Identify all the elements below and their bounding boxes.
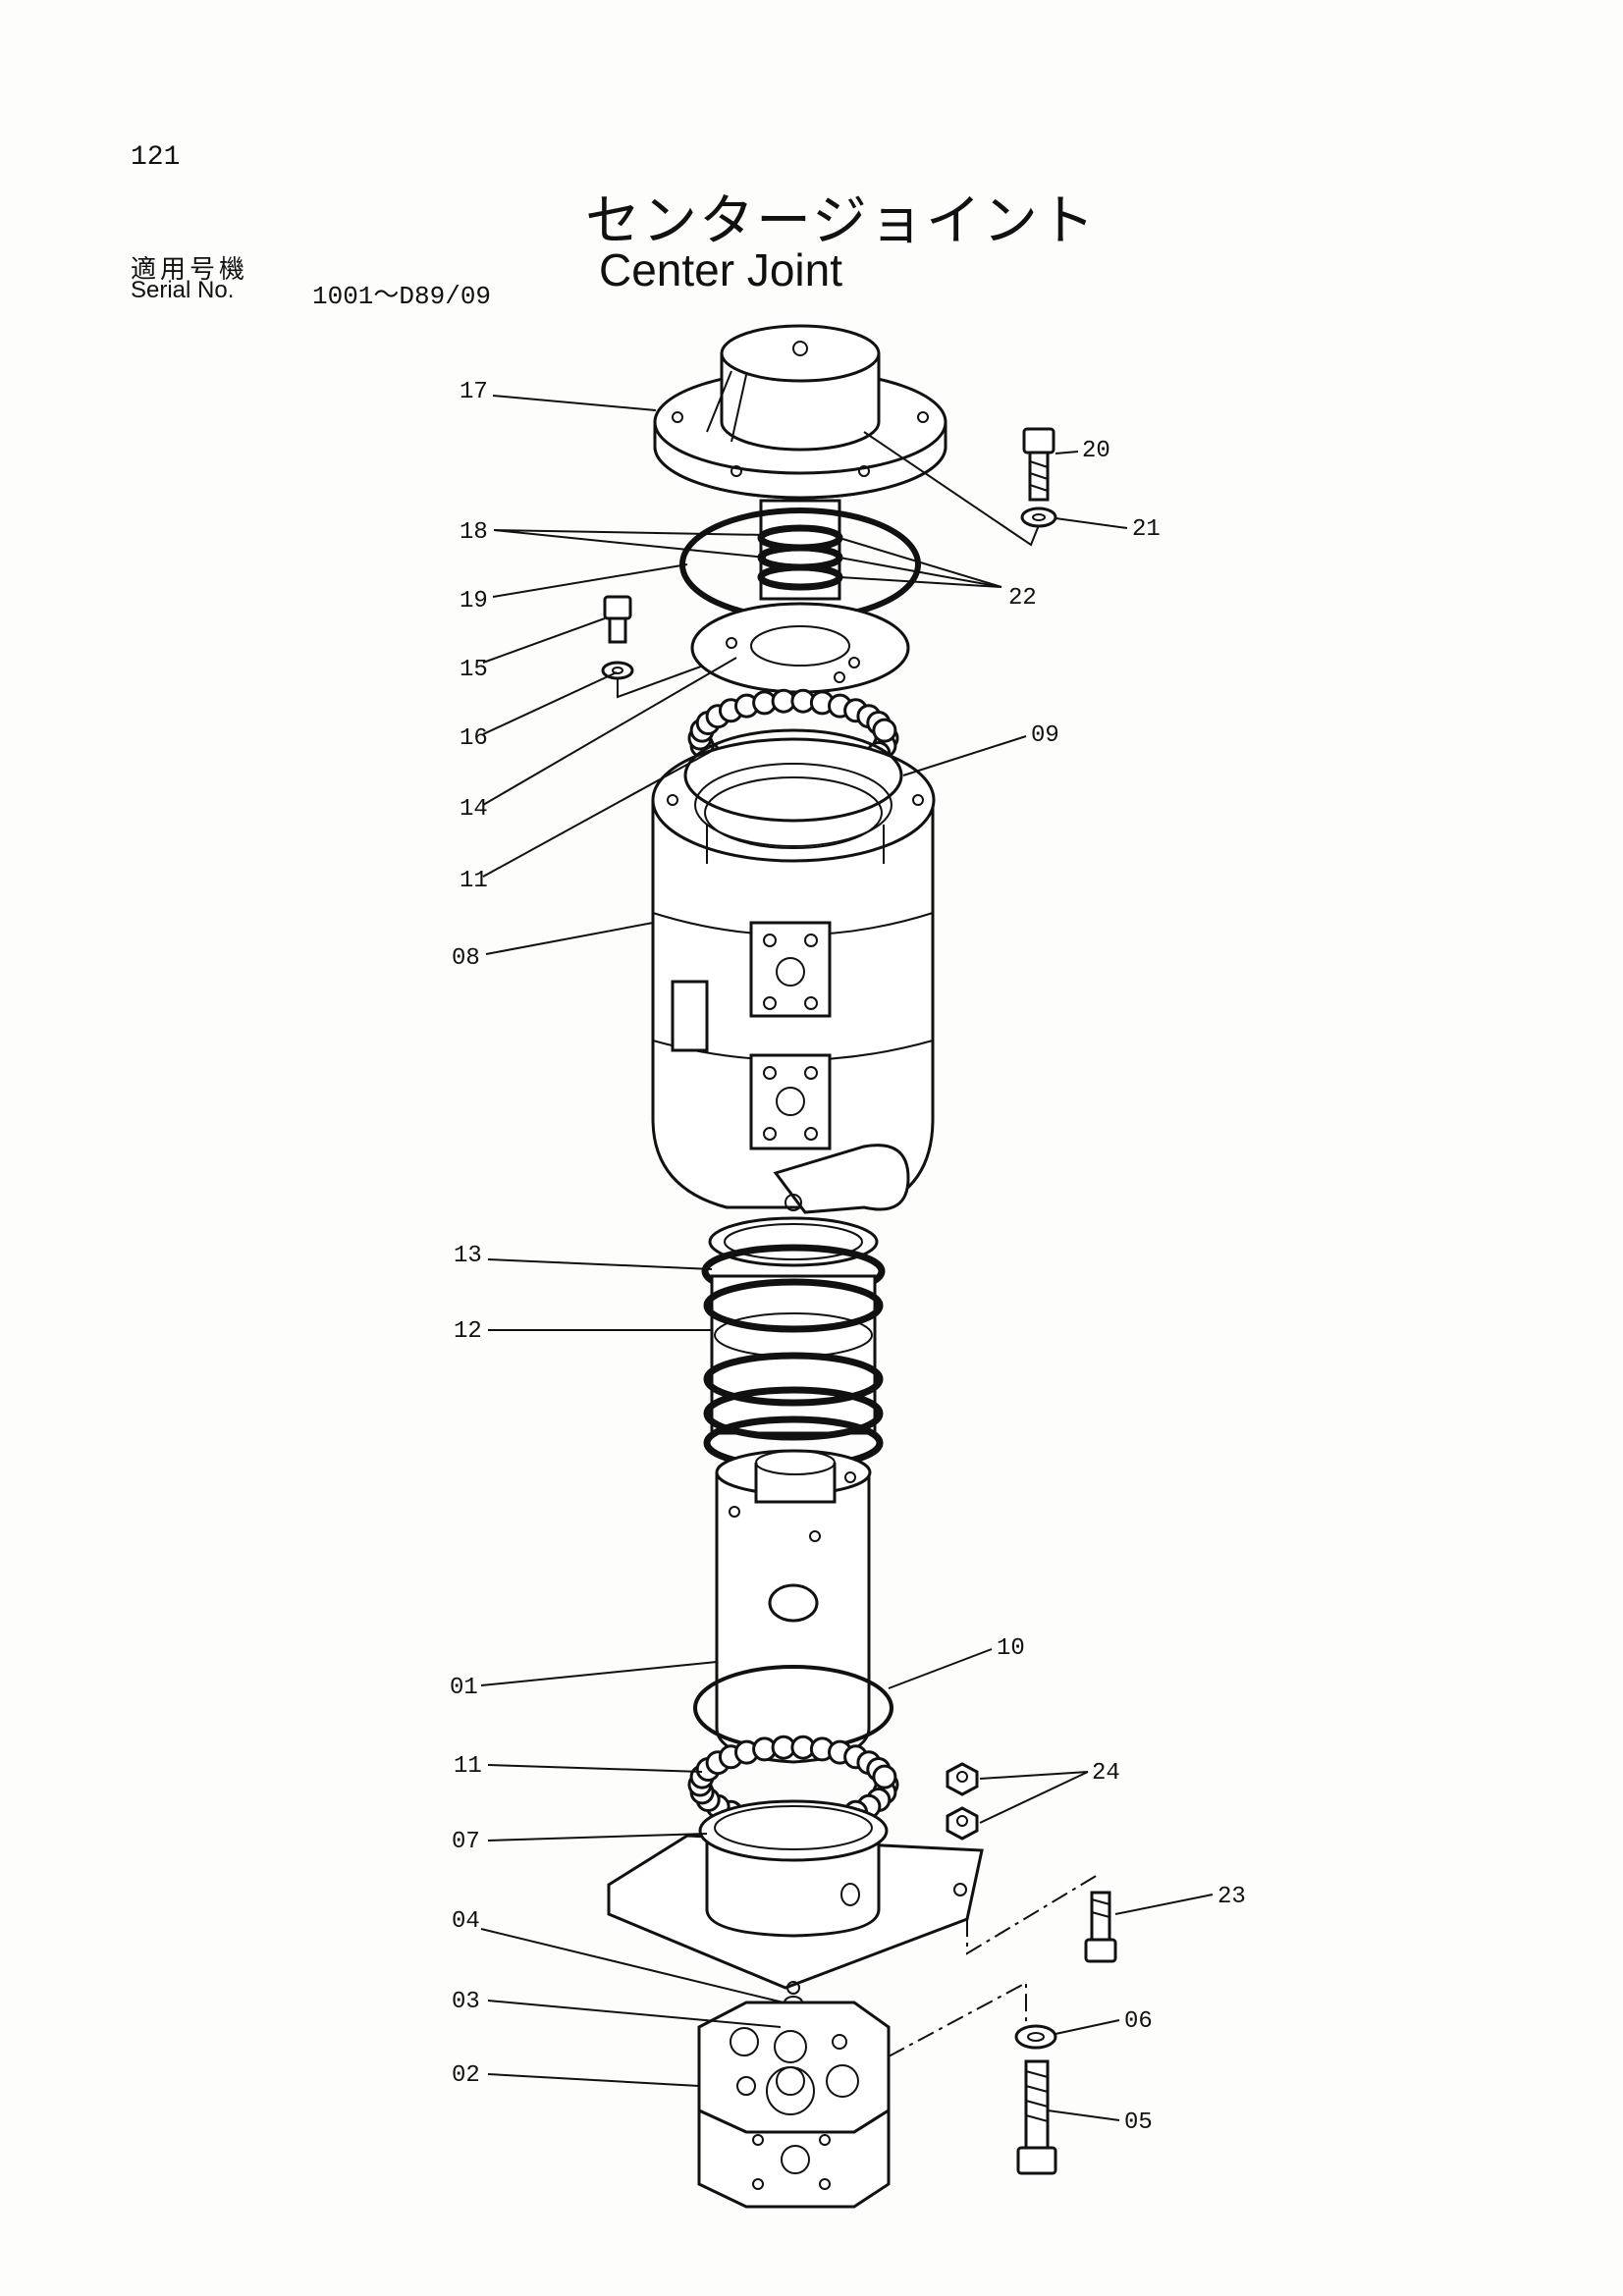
page-title-japanese: センタージョイント [585, 189, 1097, 253]
part-12-seal-stack [703, 1274, 884, 1470]
part-15-bolt [603, 595, 632, 644]
serial-label-japanese: 適用号機 [131, 255, 249, 285]
leader-lines [480, 395, 1214, 2121]
callout-22: 22 [1008, 585, 1037, 612]
part-01-shaft [715, 1449, 872, 1764]
part-20-bolt [1022, 427, 1055, 502]
part-05-bolt [1016, 2059, 1057, 2175]
part-24-nuts [946, 1762, 979, 1841]
bearing-ball [872, 1764, 897, 1789]
part-17-cover [653, 324, 947, 500]
part-07-flange [607, 1799, 984, 1995]
part-02-port-block [697, 2001, 891, 2209]
part-06-washer [1014, 2024, 1057, 2050]
callout-02: 02 [452, 2062, 480, 2089]
part-13-seal [701, 1216, 886, 1299]
part-08-housing [651, 737, 936, 1214]
page-title-english: Center Joint [599, 244, 843, 295]
callout-10: 10 [997, 1635, 1025, 1662]
callout-11-top: 11 [460, 868, 488, 894]
page-number: 121 [131, 142, 181, 173]
callout-07: 07 [452, 1829, 480, 1855]
serial-number-range: 1001～D89/09 [312, 282, 492, 311]
bearing-ball [872, 718, 897, 743]
callout-19: 19 [460, 588, 488, 614]
callout-16: 16 [460, 725, 488, 752]
serial-label-english: Serial No. [131, 277, 235, 303]
callout-24: 24 [1092, 1760, 1120, 1787]
callout-12: 12 [454, 1318, 482, 1345]
part-14-plate [690, 602, 910, 694]
callout-13: 13 [454, 1243, 482, 1269]
part-21-washer [1020, 507, 1057, 528]
callout-20: 20 [1082, 438, 1110, 464]
callout-03: 03 [452, 1989, 480, 2015]
callout-09: 09 [1031, 722, 1059, 749]
callout-17: 17 [460, 379, 488, 405]
callout-18: 18 [460, 519, 488, 546]
part-09-ring [683, 728, 903, 823]
part-23-bolt [1084, 1891, 1117, 1963]
callout-14: 14 [460, 796, 488, 823]
callout-08: 08 [452, 945, 480, 972]
part-18-22-shaft-seals [757, 499, 843, 601]
callout-23: 23 [1217, 1884, 1246, 1910]
callout-04: 04 [452, 1908, 480, 1935]
callout-21: 21 [1132, 516, 1161, 543]
callout-11-bottom: 11 [454, 1753, 482, 1780]
callout-06: 06 [1124, 2008, 1153, 2035]
callout-01: 01 [450, 1675, 478, 1701]
callout-05: 05 [1124, 2109, 1153, 2136]
callout-15: 15 [460, 657, 488, 683]
